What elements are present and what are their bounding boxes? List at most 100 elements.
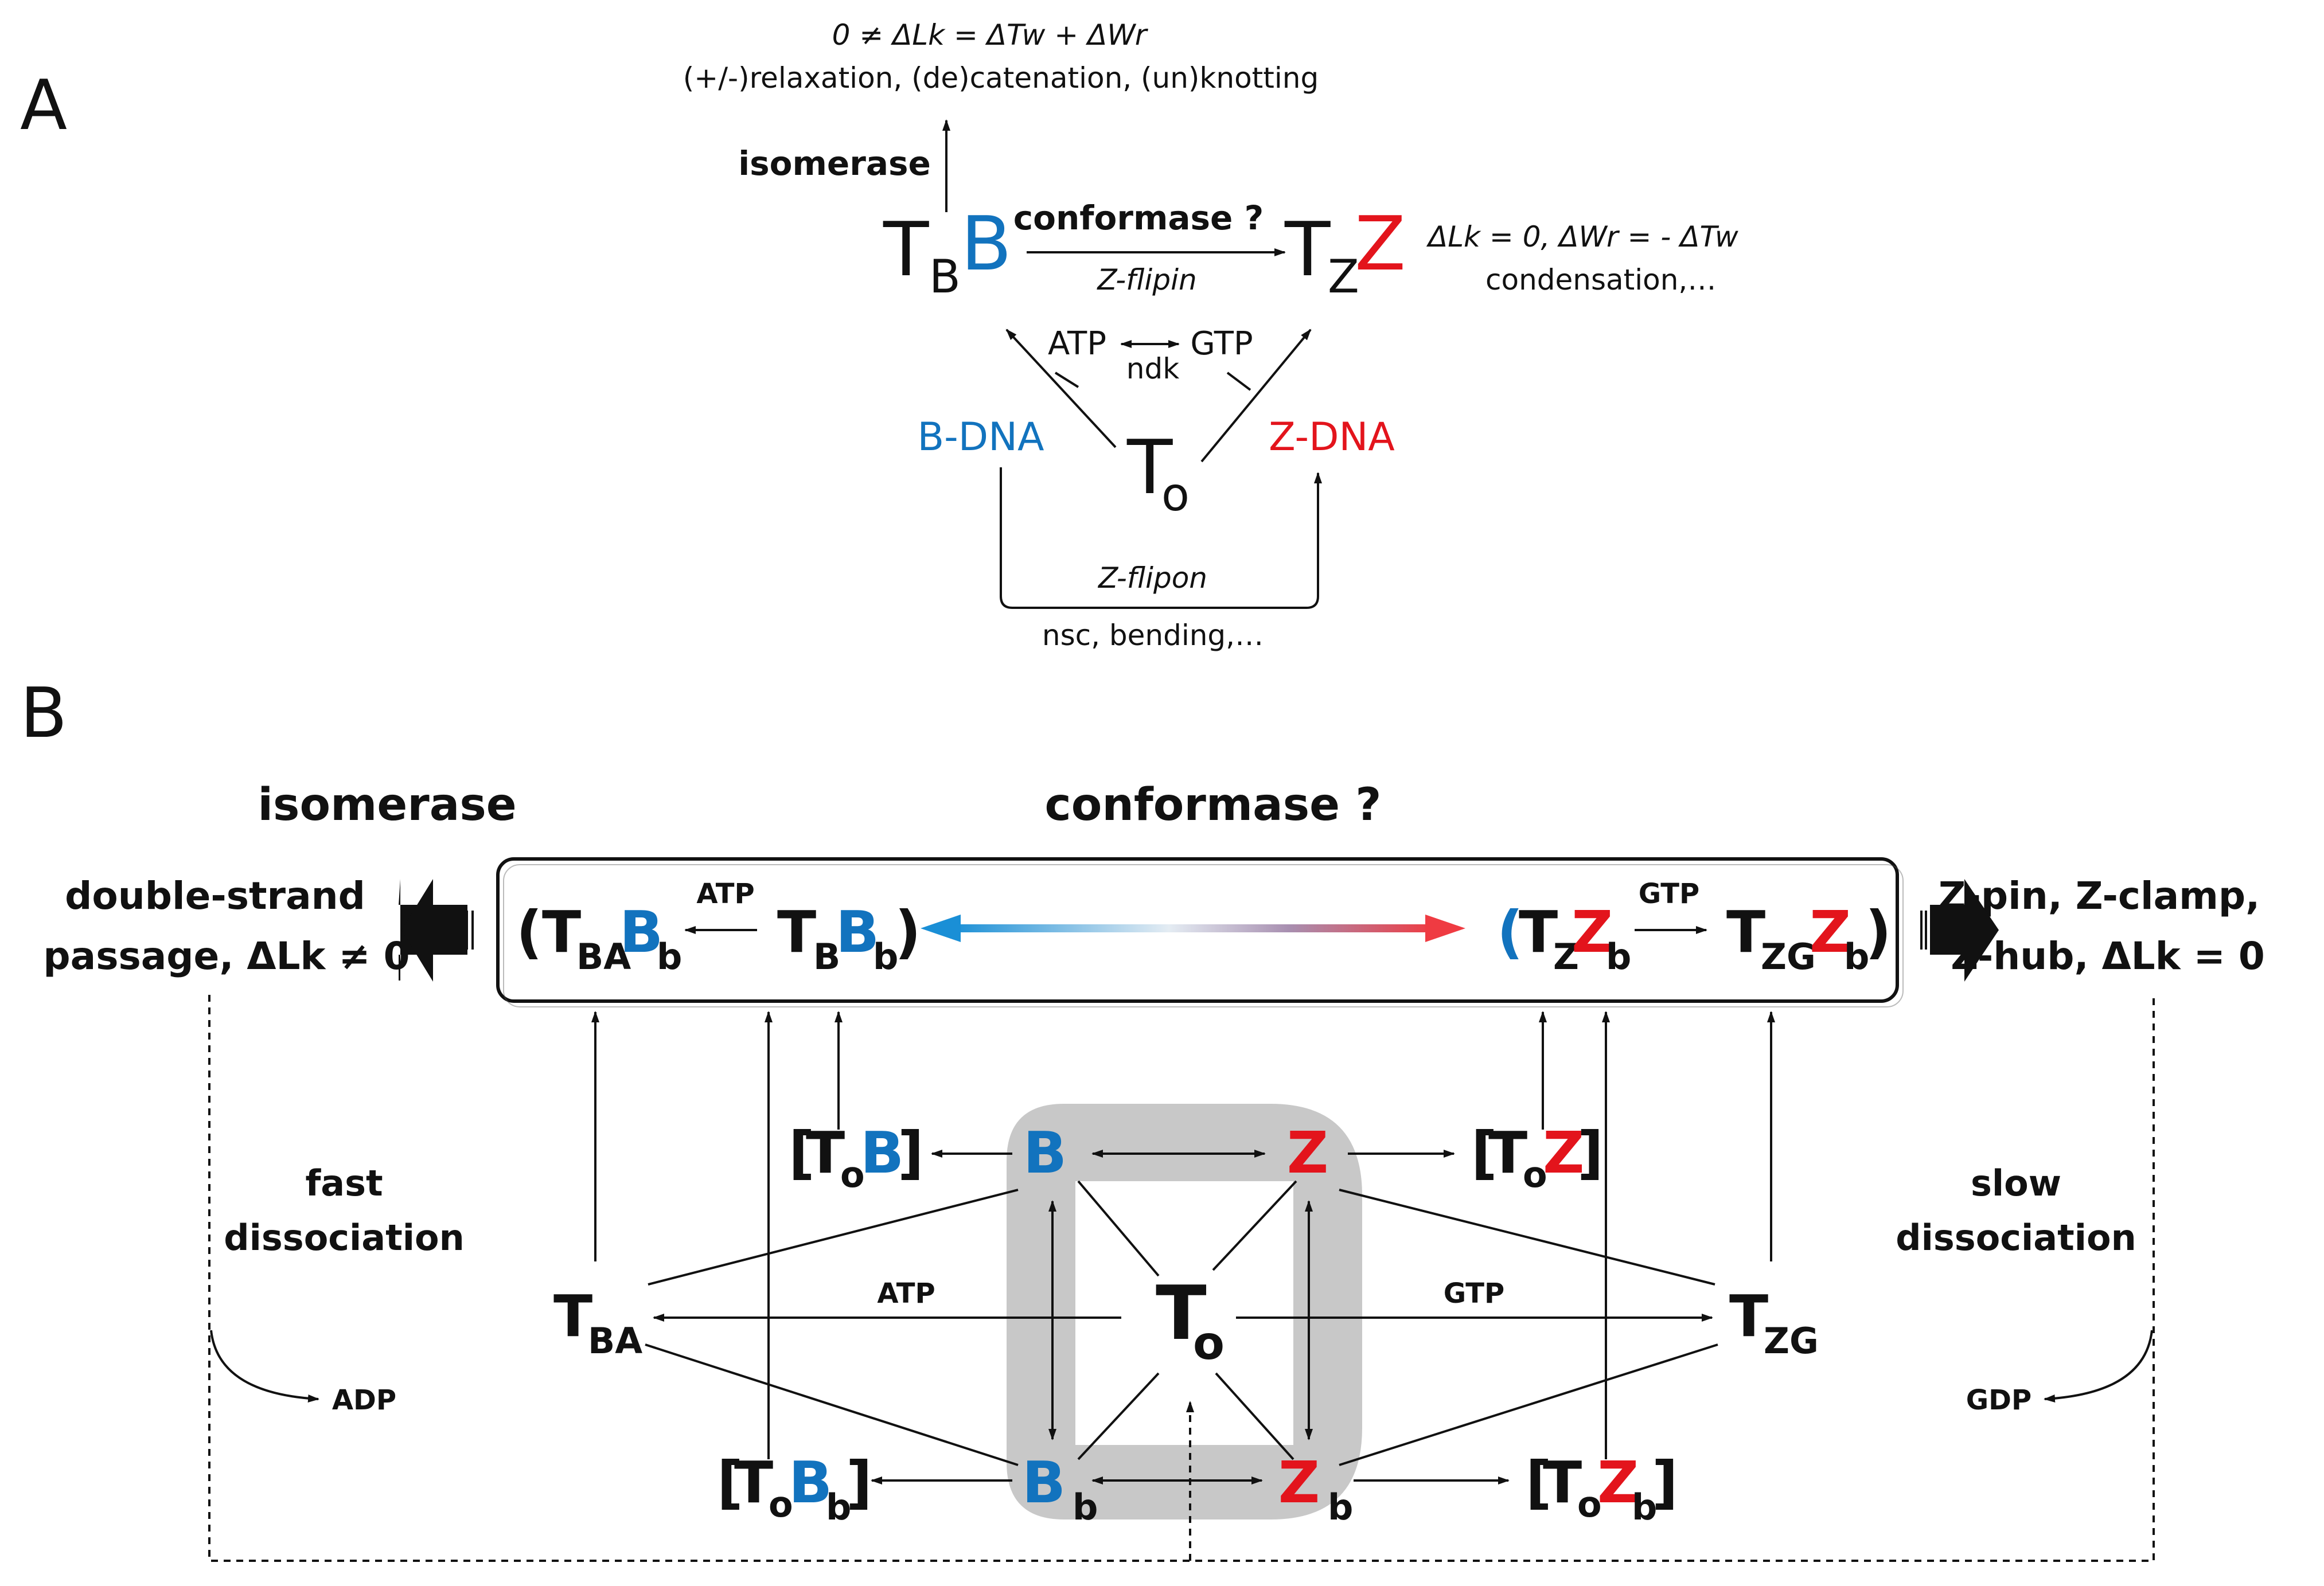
panel-b: B isomerase conformase ? double-strand p…: [20, 674, 2265, 1562]
zflipon-bracket-arrow: [1000, 467, 1322, 609]
atp-label-b: ATP: [877, 1278, 935, 1310]
box-tb-b: B: [836, 899, 879, 966]
box-gtp-label: GTP: [1639, 878, 1699, 910]
tbb-b: B: [961, 200, 1012, 287]
svg-text:b: b: [1328, 1486, 1353, 1528]
svg-text:b: b: [1632, 1486, 1657, 1528]
adp-label: ADP: [332, 1384, 396, 1416]
to-subscript-a: o: [1161, 468, 1190, 521]
svg-text:]: ]: [898, 1119, 924, 1186]
tzz-z: Z: [1355, 200, 1406, 287]
condensation-text: condensation,…: [1485, 263, 1716, 296]
to-b-line: [1077, 1180, 1160, 1277]
box-bb-b: B: [619, 899, 663, 966]
gtp-label-b: GTP: [1444, 1278, 1504, 1310]
svg-text:T: T: [806, 1119, 845, 1186]
svg-text:b: b: [1073, 1486, 1098, 1528]
to-zb-line: [1215, 1372, 1294, 1460]
svg-text:B: B: [789, 1449, 832, 1516]
zflipin-label: Z-flipin: [1096, 263, 1196, 296]
tzz-t: T: [1284, 206, 1331, 293]
gtp-label-a: GTP: [1190, 325, 1253, 362]
box-tzg-sub: ZG: [1761, 936, 1816, 978]
recycling-dashed-loop: [208, 995, 2155, 1562]
b-to-z-gradient-arrow: [921, 915, 1465, 942]
box-tzg-t: T: [1726, 899, 1765, 966]
box-right-paren: (: [1497, 899, 1523, 966]
svg-text:Z: Z: [1597, 1449, 1639, 1516]
svg-text:]: ]: [1652, 1449, 1678, 1516]
box-tz-t: T: [1519, 899, 1558, 966]
conformase-label-a: conformase ?: [1013, 198, 1264, 237]
svg-text:T: T: [1729, 1283, 1768, 1350]
to-complex-a: T o: [1126, 424, 1190, 521]
svg-text:o: o: [1523, 1154, 1547, 1196]
tbb-complex: T B B: [883, 200, 1012, 303]
svg-text:ZG: ZG: [1764, 1320, 1819, 1362]
atp-label-a: ATP: [1048, 325, 1106, 362]
isomerase-heading-b: isomerase: [258, 779, 516, 831]
z-dna-label: Z-DNA: [1269, 415, 1395, 460]
svg-text:T: T: [1543, 1449, 1582, 1516]
svg-text:]: ]: [846, 1449, 872, 1516]
box-bb-sub: b: [657, 936, 682, 978]
tzz-complex: T Z Z: [1284, 200, 1406, 303]
gdp-arrow: [2044, 1330, 2153, 1403]
svg-text:Z: Z: [1278, 1449, 1320, 1516]
conformase-heading-b: conformase ?: [1045, 779, 1382, 831]
isomerase-label-a: isomerase: [738, 144, 931, 183]
double-strand-text: double-strand: [65, 874, 365, 918]
box-right-close-paren: ): [1865, 899, 1892, 966]
tbb-t: T: [883, 206, 929, 293]
box-right-group: ( T Z Z b GTP T ZG Z b ): [1497, 878, 1892, 978]
box-tb-t: T: [777, 899, 816, 966]
nsc-bending-text: nsc, bending,…: [1042, 619, 1264, 652]
svg-text:]: ]: [1577, 1119, 1604, 1186]
box-tz-z: Z: [1572, 899, 1613, 966]
fast-label: fast: [305, 1162, 383, 1204]
right-block-arrow: [1920, 879, 1999, 982]
isomerase-activities-text: (+/-)relaxation, (de)catenation, (un)kno…: [683, 61, 1319, 95]
svg-text:BA: BA: [588, 1320, 642, 1362]
to-zb-complex: [ T o Z b ]: [1526, 1449, 1678, 1528]
svg-text:T: T: [1488, 1119, 1527, 1186]
svg-text:[: [: [1526, 1449, 1552, 1516]
z-hub-dlk-text: Z-hub, ΔLk = 0: [1951, 934, 2265, 978]
node-bb: B b: [1022, 1449, 1098, 1528]
node-b: B: [1023, 1119, 1067, 1186]
gray-frame: [1007, 1104, 1362, 1519]
box-tzg-z: Z: [1810, 899, 1851, 966]
box-tba-t: T: [542, 899, 581, 966]
panel-a-label: A: [20, 66, 67, 146]
left-block-arrow: [399, 879, 474, 982]
tzg-zb-line: [1339, 1343, 1718, 1466]
conformation-box-shadow: [503, 864, 1904, 1007]
svg-text:b: b: [826, 1486, 851, 1528]
svg-text:[: [: [717, 1449, 743, 1516]
tbb-subscript: B: [929, 250, 961, 303]
tzg-z-line: [1339, 1189, 1715, 1286]
to-bb-complex: [ T o B b ]: [717, 1449, 872, 1528]
passage-dlk-text: passage, ΔLk ≠ 0: [43, 934, 410, 978]
to-b-complex: [ T o B ]: [789, 1119, 924, 1196]
slow-label: slow: [1971, 1162, 2061, 1204]
to-z-complex: [ T o Z ]: [1471, 1119, 1604, 1196]
svg-text:T: T: [734, 1449, 773, 1516]
box-tba-sub: BA: [576, 936, 631, 978]
svg-text:o: o: [840, 1154, 865, 1196]
fast-dissociation-label: dissociation: [224, 1217, 465, 1259]
svg-text:T: T: [553, 1283, 592, 1350]
to-bb-line: [1077, 1372, 1160, 1460]
box-tzg-zsub: b: [1844, 936, 1869, 978]
box-tz-zsub: b: [1606, 936, 1631, 978]
to-t-a: T: [1126, 424, 1173, 511]
svg-text:[: [: [789, 1119, 815, 1186]
box-tb-sub: B: [813, 936, 840, 978]
b-dna-label: B-DNA: [918, 415, 1044, 460]
gtp-hook: [1226, 372, 1251, 391]
panel-a: A 0 ≠ ΔLk = ΔTw + ΔWr (+/-)relaxation, (…: [20, 18, 1738, 652]
box-left-group: ( T BA B b ATP T B B b ): [516, 878, 921, 978]
node-tba: T BA: [553, 1283, 642, 1362]
svg-text:o: o: [1193, 1317, 1225, 1370]
